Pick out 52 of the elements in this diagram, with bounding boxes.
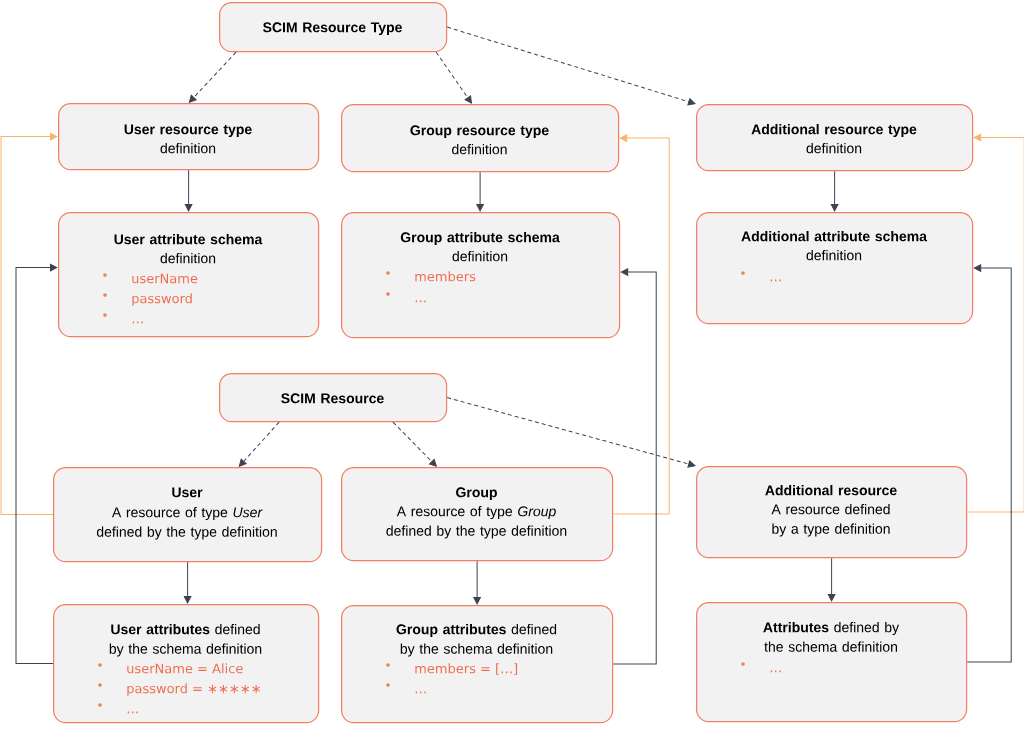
- arrow: [830, 170, 839, 212]
- body-text: definition: [452, 144, 507, 155]
- heading-text: SCIM Resource: [281, 393, 384, 404]
- arrow: [476, 171, 484, 212]
- arrow: [612, 268, 657, 665]
- bullet-item: members = […]: [386, 663, 518, 675]
- bullet-item: …: [98, 703, 138, 714]
- arrow: [966, 264, 1012, 663]
- bullet-item: …: [386, 683, 426, 694]
- arrow: [0, 132, 58, 516]
- heading-text: Additional resource: [765, 485, 897, 496]
- arrow: [238, 421, 280, 467]
- heading-text: Attributes defined by the schema definition: [763, 622, 900, 652]
- heading-text: User attributes defined by the schema definition: [109, 624, 262, 657]
- heading-text: Group: [456, 487, 497, 501]
- arrow: [392, 421, 437, 467]
- body-text: A resource defined by a type definition: [771, 504, 890, 537]
- heading-text: SCIM Resource Type: [263, 22, 402, 36]
- bullet-item: …: [741, 271, 781, 282]
- arrow: [827, 557, 836, 602]
- heading-text: User attribute schema: [114, 234, 263, 245]
- heading-text: Group attribute schema: [400, 232, 560, 246]
- bullet-item: members: [386, 271, 476, 282]
- arrow: [184, 169, 193, 212]
- bullet-item: userName = Alice: [98, 663, 243, 674]
- arrow: [435, 51, 472, 104]
- heading-text: Additional resource type: [751, 124, 917, 138]
- body-text: A resource of type User defined by the type definition: [96, 507, 277, 540]
- arrow: [473, 560, 481, 605]
- heading-text: User: [172, 487, 203, 498]
- heading-text: User resource type: [124, 124, 252, 138]
- arrow: [446, 26, 696, 106]
- arrow: [612, 134, 670, 515]
- arrow: [15, 263, 58, 665]
- body-text: definition: [160, 143, 216, 154]
- arrow: [446, 397, 696, 468]
- bullet-item: …: [103, 313, 143, 324]
- arrow: [188, 51, 237, 103]
- arrow: [183, 561, 192, 604]
- body-text: definition: [806, 143, 862, 154]
- bullet-item: password = ∗∗∗∗∗: [98, 683, 260, 696]
- body-text: definition: [806, 250, 862, 261]
- heading-text: Additional attribute schema: [741, 231, 928, 242]
- bullet-item: …: [741, 662, 781, 673]
- bullet-item: password: [103, 293, 192, 306]
- bullet-item: …: [386, 292, 426, 303]
- body-text: definition: [160, 253, 216, 264]
- heading-text: Group attributes defined by the schema definition: [396, 624, 557, 657]
- bullet-item: userName: [103, 273, 198, 284]
- body-text: definition: [452, 251, 508, 262]
- body-text: A resource of type Group defined by the type definition: [386, 506, 567, 539]
- heading-text: Group resource type: [410, 125, 549, 139]
